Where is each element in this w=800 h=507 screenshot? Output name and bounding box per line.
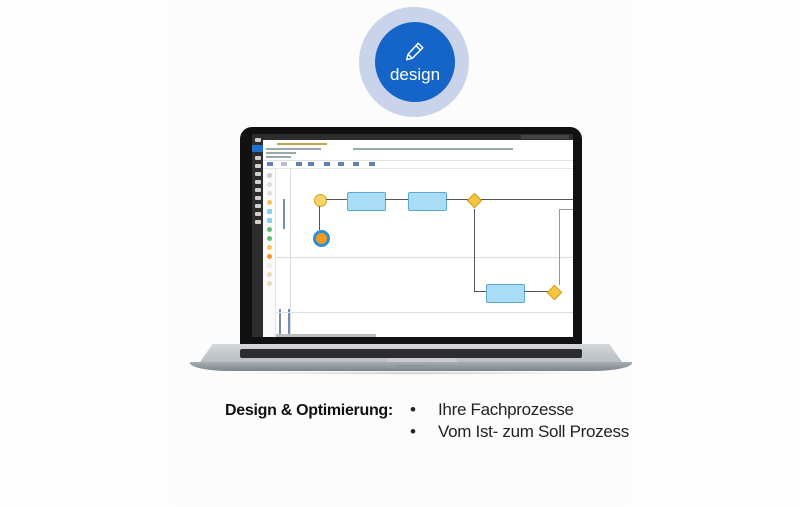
diagram-canvas[interactable] [276, 169, 573, 337]
event-tool[interactable] [266, 236, 272, 241]
group-tool[interactable] [266, 281, 272, 286]
sequence-flow [481, 199, 573, 200]
pool-label [279, 309, 281, 334]
task-tool[interactable] [266, 209, 272, 214]
sequence-flow [559, 209, 573, 210]
sequence-flow [559, 209, 560, 285]
data-tool[interactable] [266, 263, 272, 268]
undo-icon[interactable] [296, 162, 302, 166]
menu-icon[interactable] [254, 138, 261, 142]
search-input[interactable] [521, 135, 569, 139]
filter-icon[interactable] [254, 212, 261, 216]
sequence-flow [319, 206, 320, 230]
exclusive-gateway[interactable] [546, 284, 563, 301]
pencil-icon[interactable] [252, 145, 263, 152]
folder-icon[interactable] [267, 162, 273, 166]
subprocess-tool[interactable] [266, 218, 272, 223]
sequence-flow [474, 291, 486, 292]
annotation-tool[interactable] [266, 272, 272, 277]
task[interactable] [347, 192, 386, 211]
laptop-screen [252, 134, 573, 337]
sequence-flow [474, 209, 475, 291]
lane-label [288, 309, 290, 337]
badge-label: design [389, 65, 441, 84]
keyboard [240, 349, 582, 358]
design-badge: design [375, 22, 455, 102]
trackpad [387, 358, 457, 362]
app-topbar [263, 134, 573, 140]
diagram-toolbar [263, 160, 573, 169]
keyboard-icon[interactable] [254, 188, 261, 192]
shield-icon[interactable] [369, 162, 375, 166]
document-icon[interactable] [254, 204, 261, 208]
redo-icon[interactable] [308, 162, 314, 166]
world-icon[interactable] [254, 220, 261, 224]
lane-divider [276, 312, 573, 313]
task[interactable] [486, 284, 525, 303]
task[interactable] [408, 192, 447, 211]
start-event-tool[interactable] [266, 200, 272, 205]
bullet: • [410, 400, 416, 419]
laptop-notch [396, 365, 426, 367]
event-tool[interactable] [266, 227, 272, 232]
pencil-icon [406, 42, 424, 61]
laptop-base [190, 344, 632, 375]
space-tool[interactable] [266, 191, 272, 196]
exclusive-gateway[interactable] [466, 192, 483, 209]
sequence-flow [446, 199, 468, 200]
process-header [263, 140, 573, 161]
shape-palette [263, 169, 276, 337]
end-event[interactable] [313, 230, 330, 247]
lane-label [283, 199, 285, 229]
grid-icon[interactable] [254, 180, 261, 184]
lasso-tool[interactable] [266, 182, 272, 187]
save-icon[interactable] [281, 162, 287, 166]
gateway-tool[interactable] [266, 245, 272, 250]
end-event-tool[interactable] [266, 254, 272, 259]
pointer-tool[interactable] [266, 173, 272, 178]
sequence-flow [524, 291, 548, 292]
feature-list: • Ihre Fachprozesse • Vom Ist- zum Soll … [410, 400, 629, 444]
list-item-text: Ihre Fachprozesse [438, 400, 574, 419]
pool-border [290, 169, 291, 337]
search-icon[interactable] [254, 172, 261, 176]
sequence-flow [326, 199, 347, 200]
list-icon[interactable] [254, 156, 261, 160]
card-icon[interactable] [254, 164, 261, 168]
list-item: • Ihre Fachprozesse [410, 400, 629, 422]
gear-icon[interactable] [254, 196, 261, 200]
laptop-shadow [220, 371, 602, 375]
export-icon[interactable] [338, 162, 344, 166]
bullet: • [410, 422, 416, 441]
print-icon[interactable] [324, 162, 330, 166]
sequence-flow [385, 199, 408, 200]
list-item-text: Vom Ist- zum Soll Prozess [438, 422, 629, 441]
horizontal-scrollbar[interactable] [276, 334, 376, 337]
section-heading: Design & Optimierung: [225, 402, 393, 419]
app-left-nav [252, 134, 263, 337]
start-event[interactable] [314, 194, 327, 207]
lane-divider [276, 257, 573, 258]
chart-icon[interactable] [353, 162, 359, 166]
list-item: • Vom Ist- zum Soll Prozess [410, 422, 629, 444]
